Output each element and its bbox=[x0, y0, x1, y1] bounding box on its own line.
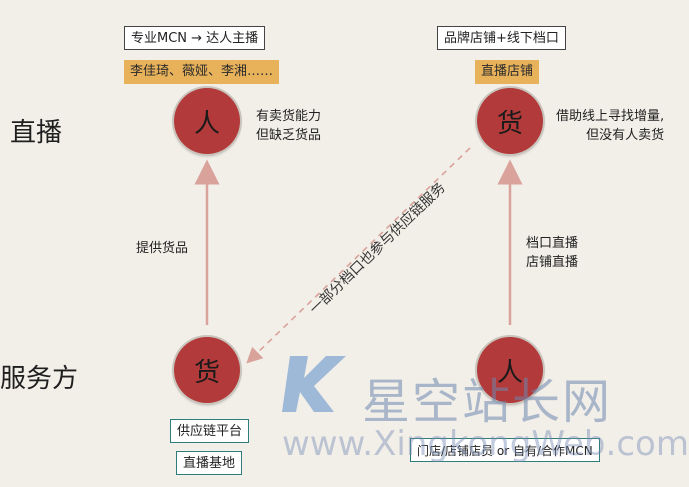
live-store-box: 直播店铺 bbox=[475, 60, 540, 84]
brand-store-box: 品牌店铺+线下档口 bbox=[437, 26, 566, 50]
goods-circle-top-right: 货 bbox=[477, 88, 543, 154]
row-label-service: 服务方 bbox=[0, 364, 79, 394]
people-circle-bottom-right: 人 bbox=[477, 337, 543, 403]
right-arrow-label: 档口直播 店铺直播 bbox=[526, 234, 578, 272]
row-label-live: 直播 bbox=[10, 118, 63, 148]
watermark-logo-icon bbox=[282, 356, 346, 412]
stall-live-label: 档口直播 bbox=[526, 236, 579, 251]
right-top-note: 借助线上寻找增量, 但没有人卖货 bbox=[556, 107, 664, 145]
supply-goods-label: 提供货品 bbox=[136, 241, 189, 256]
left-top-note-line2: 但缺乏货品 bbox=[256, 128, 322, 143]
goods-circle-bottom-left: 货 bbox=[174, 337, 240, 403]
right-top-note-line1: 借助线上寻找增量, bbox=[556, 109, 665, 124]
streamers-box: 李佳琦、薇娅、李湘…… bbox=[124, 60, 280, 84]
store-live-label: 店铺直播 bbox=[526, 255, 579, 270]
staff-mcn-box: 门店/店铺店员 or 自有/合作MCN bbox=[410, 438, 600, 462]
live-base-box: 直播基地 bbox=[176, 451, 243, 475]
mcn-box: 专业MCN → 达人主播 bbox=[124, 26, 266, 50]
left-top-note-line1: 有卖货能力 bbox=[256, 109, 322, 124]
left-top-note: 有卖货能力 但缺乏货品 bbox=[256, 107, 321, 145]
people-circle-top-left: 人 bbox=[174, 88, 240, 154]
supply-chain-box: 供应链平台 bbox=[170, 419, 250, 443]
right-top-note-line2: 但没有人卖货 bbox=[586, 128, 665, 143]
